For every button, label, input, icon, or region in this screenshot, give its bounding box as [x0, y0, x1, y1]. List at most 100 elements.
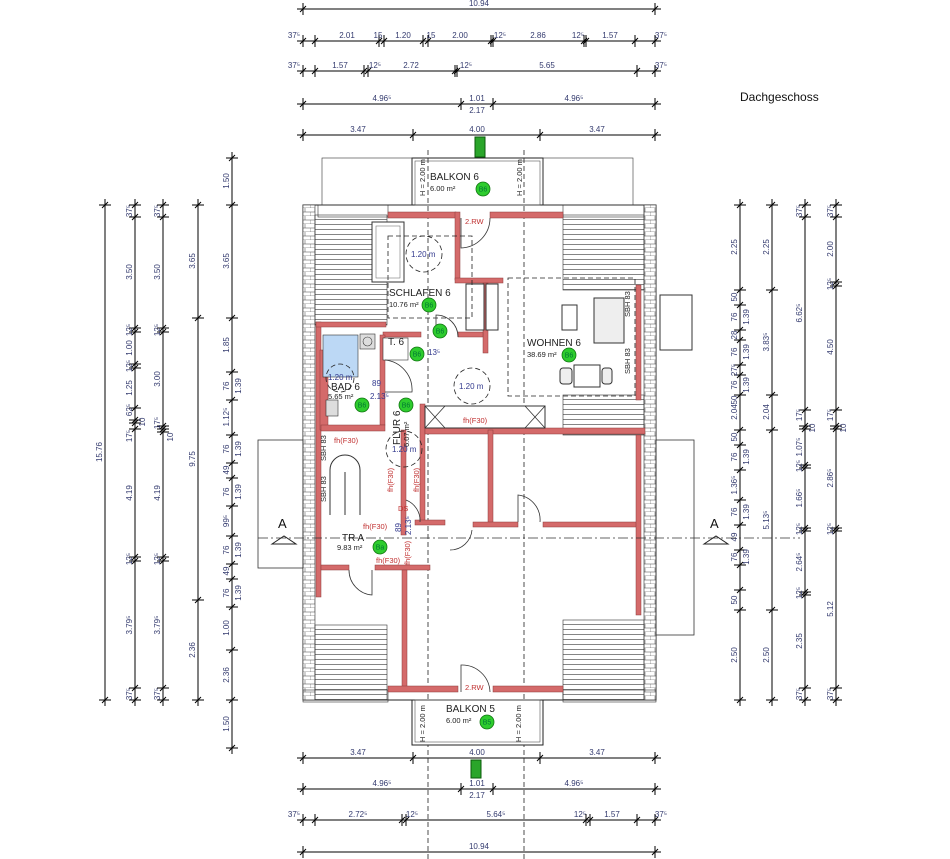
dimension-label: 28	[730, 330, 739, 339]
svg-text:89: 89	[394, 523, 403, 532]
dimension-label: 37⁵	[655, 61, 667, 70]
dimension-label: 1.00	[222, 620, 231, 636]
dimension-label: 10	[808, 423, 817, 432]
dimension-tick	[651, 100, 659, 108]
svg-text:SCHLAFEN 6: SCHLAFEN 6	[389, 288, 451, 299]
balcony-5	[411, 699, 544, 779]
dimension-tick	[380, 37, 388, 45]
room-badge: B6	[425, 303, 434, 310]
svg-text:89: 89	[372, 379, 381, 388]
dimension-label: 1.00	[125, 340, 134, 356]
dimension-tick	[364, 67, 372, 75]
dimension-tick	[489, 37, 497, 45]
fixtures	[257, 221, 800, 636]
dimension-label: 2.17	[469, 791, 485, 800]
kitchen-counter-icon	[424, 405, 546, 429]
dimension-label: 10	[839, 423, 848, 432]
dimension-tick	[489, 100, 497, 108]
dimension-tick	[736, 301, 744, 309]
svg-text:6.07 m²: 6.07 m²	[402, 421, 411, 447]
dimension-label: 6.62⁵	[795, 304, 804, 323]
svg-text:FLUR 6: FLUR 6	[392, 410, 403, 445]
annotations: 1.20 m 1.20 m 1.20 m 1.20 m 2.RW 2.RW fh…	[319, 217, 632, 692]
dimension-label: 2.25	[730, 239, 739, 255]
dimension-label: 2.00	[826, 241, 835, 257]
dimension-tick	[736, 696, 744, 704]
dimension-tick	[832, 406, 840, 414]
dimension-tick	[159, 324, 167, 332]
dimension-label: 3.47	[350, 748, 366, 757]
dimension-label: 4.96⁵	[373, 94, 392, 103]
turning-circle	[453, 367, 491, 405]
dimension-tick	[736, 336, 744, 344]
dimension-tick	[768, 286, 776, 294]
dimension-tick	[651, 67, 659, 75]
dimension-label: 3.47	[589, 748, 605, 757]
dimension-label: 12⁵	[572, 31, 584, 40]
dimension-label: 76	[730, 552, 739, 561]
dimension-tick	[633, 67, 641, 75]
dimension-label: 2.00	[452, 31, 468, 40]
dimension-tick	[299, 848, 307, 856]
room-bad-6: BAD 6 5.65 m² B6	[328, 382, 370, 413]
svg-text:DS: DS	[398, 504, 408, 513]
dimension-tick	[228, 575, 236, 583]
dimension-label: 1.57	[602, 31, 618, 40]
dimension-tick	[131, 419, 139, 427]
dimension-label: 2.04	[730, 404, 739, 420]
dimension-tick	[159, 696, 167, 704]
room-flur-6: FLUR 6 6.07 m² B6	[392, 397, 414, 447]
dining-table-icon	[573, 364, 601, 388]
section-marker-left: A	[270, 516, 298, 545]
dimension-label: 1.39	[234, 585, 243, 601]
svg-text:1.20 m: 1.20 m	[328, 373, 353, 382]
dimension-label: 12⁵	[153, 553, 162, 565]
dimension-tick	[398, 816, 406, 824]
staircase	[329, 454, 361, 515]
room-abstellraum-6: T. 6 B6 B6	[388, 323, 448, 362]
dimension-tick	[311, 67, 319, 75]
dimension-label: 4.19	[125, 485, 134, 501]
dimension-label: 12⁵	[460, 61, 472, 70]
dimension-tick	[832, 696, 840, 704]
dimension-label: 3.00	[153, 371, 162, 387]
room-tr-a: TR A 9.83 m² Ba	[337, 533, 388, 555]
dimension-tick	[131, 201, 139, 209]
dimension-tick	[801, 213, 809, 221]
dimension-tick	[832, 201, 840, 209]
dimension-tick	[736, 496, 744, 504]
dimension-tick	[159, 213, 167, 221]
dimension-tick	[801, 696, 809, 704]
dimension-label: 1.39	[234, 441, 243, 457]
dimension-label: 50	[730, 292, 739, 301]
dimension-tick	[159, 328, 167, 336]
dimension-tick	[419, 37, 427, 45]
dimension-tick	[736, 391, 744, 399]
dimension-tick	[299, 816, 307, 824]
dimension-tick	[101, 696, 109, 704]
dimension-tick	[832, 278, 840, 286]
svg-text:2.13⁵: 2.13⁵	[404, 516, 413, 535]
dimension-tick	[582, 816, 590, 824]
dimension-label: 37⁵	[795, 205, 804, 217]
dimension-label: 1.25	[125, 380, 134, 396]
dimension-tick	[228, 696, 236, 704]
dimension-tick	[159, 422, 167, 430]
dimension-label: 2.86⁵	[826, 469, 835, 488]
svg-text:1.20 m: 1.20 m	[392, 445, 417, 454]
dimension-label: 12⁵	[574, 810, 586, 819]
dimension-label: 5.65	[539, 61, 555, 70]
dimension-tick	[131, 553, 139, 561]
dimension-tick	[582, 37, 590, 45]
svg-text:fh(F30): fh(F30)	[412, 467, 421, 492]
dimension-tick	[299, 100, 307, 108]
dimension-label: 10	[138, 417, 147, 426]
dimension-tick	[736, 586, 744, 594]
dimension-label: 37⁵	[153, 688, 162, 700]
dimension-tick	[228, 744, 236, 752]
dimension-label: 1.39	[234, 484, 243, 500]
dimension-tick	[131, 360, 139, 368]
dimension-label: 15	[427, 31, 436, 40]
dimension-label: 12⁵	[795, 523, 804, 535]
dimension-label: 37⁵	[125, 688, 134, 700]
